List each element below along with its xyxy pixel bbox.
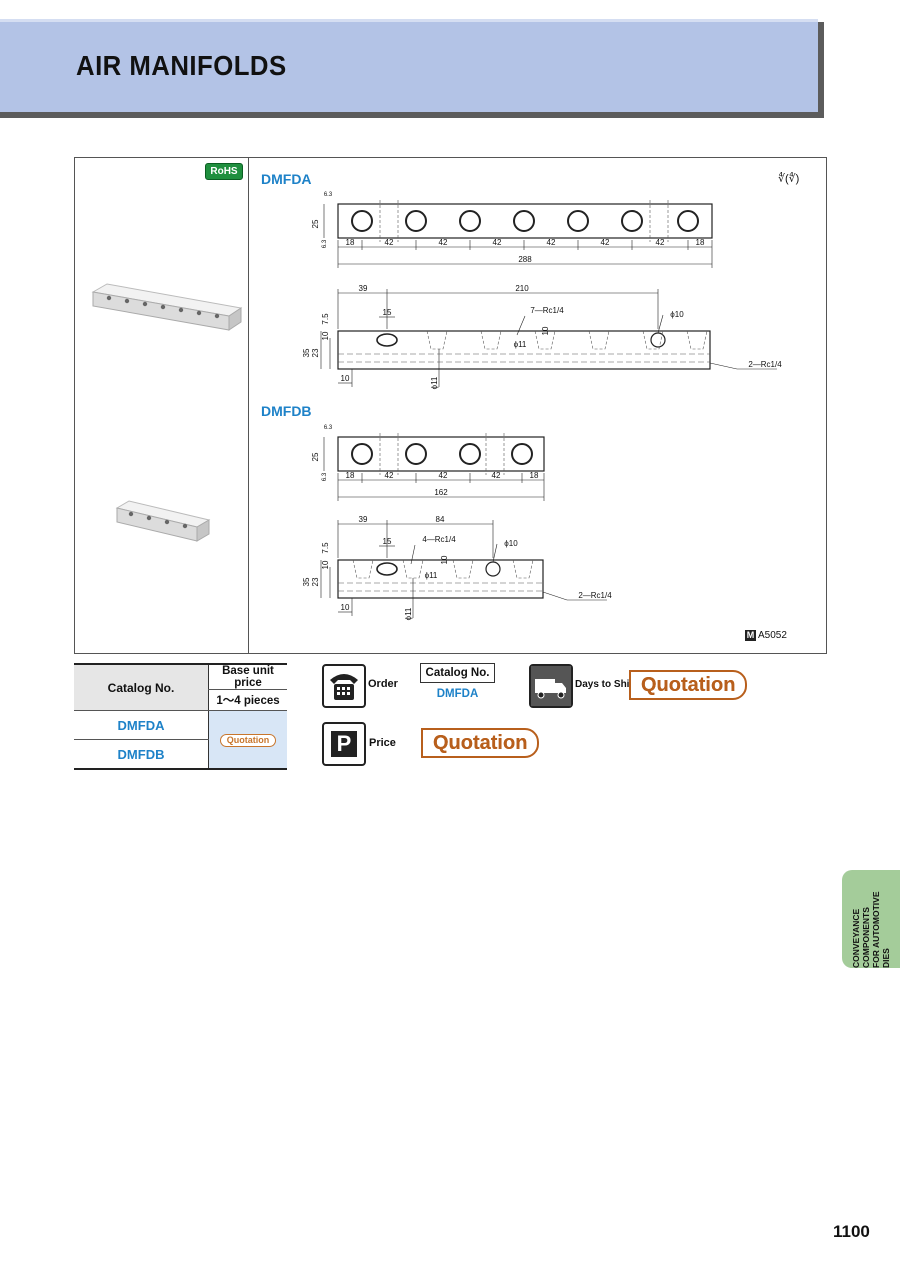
col-catalog: Catalog No. xyxy=(74,663,209,711)
dim-text: 42 xyxy=(601,238,610,247)
quotation-badge: Quotation xyxy=(219,734,277,747)
dmfda-label: DMFDA xyxy=(261,171,312,187)
dim-text: 42 xyxy=(385,471,394,480)
dim-text: 7.5 xyxy=(321,313,330,325)
dim-text: 6.3 xyxy=(322,472,328,481)
page-title: AIR MANIFOLDS xyxy=(76,50,287,81)
dim-text: 35 xyxy=(302,348,311,357)
dim-text: ϕ10 xyxy=(670,310,684,319)
category-tab[interactable]: CONVEYANCE COMPONENTS FOR AUTOMOTIVE DIE… xyxy=(842,870,900,968)
dim-text: 10 xyxy=(321,331,330,340)
order-label: Order xyxy=(368,678,398,690)
dmfdb-label: DMFDB xyxy=(261,403,312,419)
rohs-badge: RoHS xyxy=(205,163,243,180)
price-table: Catalog No. Base unit price 1～4 pieces D… xyxy=(74,663,287,770)
dmfdb-photo xyxy=(115,500,211,542)
material-code: A5052 xyxy=(758,630,787,641)
dim-text: ϕ11 xyxy=(404,607,413,620)
dim-text: 39 xyxy=(359,515,368,524)
dmfdb-top-view: 18 42 42 42 18 162 25 6.3 6.3 xyxy=(311,425,545,501)
days-to-ship-quotation: Quotation xyxy=(629,670,748,700)
dim-text: 23 xyxy=(311,348,320,357)
dim-text: 288 xyxy=(518,255,532,264)
dim-text: 4—Rc1/4 xyxy=(422,535,456,544)
dim-text: 7—Rc1/4 xyxy=(530,306,564,315)
dim-text: 23 xyxy=(311,577,320,586)
category-tab-text: CONVEYANCE COMPONENTS FOR AUTOMOTIVE DIE… xyxy=(842,870,900,969)
dim-text: ϕ11 xyxy=(430,376,439,389)
material-icon: M xyxy=(745,630,756,641)
divider xyxy=(248,158,249,653)
dim-text: 42 xyxy=(656,238,665,247)
dim-text: 42 xyxy=(439,238,448,247)
dim-text: 42 xyxy=(493,238,502,247)
dim-text: 25 xyxy=(311,452,320,461)
category-tab-line2: FOR AUTOMOTIVE DIES xyxy=(871,891,891,969)
page-number: 1100 xyxy=(833,1222,870,1241)
dim-text: 42 xyxy=(439,471,448,480)
days-to-ship-label: Days to Ship xyxy=(575,679,636,690)
dim-text: 42 xyxy=(492,471,501,480)
dim-text: 35 xyxy=(302,577,311,586)
dim-text: ϕ11 xyxy=(425,571,438,580)
dim-text: ϕ10 xyxy=(504,539,518,548)
dim-text: 84 xyxy=(436,515,445,524)
dim-text: 10 xyxy=(321,560,330,569)
price-icon: P xyxy=(322,722,366,766)
dim-text: 2—Rc1/4 xyxy=(748,360,782,369)
col-base-price: Base unit price xyxy=(208,663,287,690)
dim-text: 10 xyxy=(341,603,350,612)
dim-text: ϕ11 xyxy=(514,340,527,349)
dim-text: 162 xyxy=(434,488,448,497)
product-box: RoHS DMFDA DMFDB ∜(∜) xyxy=(74,157,827,654)
dim-text: 18 xyxy=(346,471,355,480)
dim-text: 42 xyxy=(547,238,556,247)
dim-text: 18 xyxy=(346,238,355,247)
table-row-catalog[interactable]: DMFDA xyxy=(74,710,209,740)
dim-text: 15 xyxy=(383,537,392,546)
dmfdb-side-view: 39 84 15 4—Rc1/4 ϕ10 ϕ11 10 35 23 7.5 10… xyxy=(302,515,612,620)
col-quantity: 1～4 pieces xyxy=(208,689,287,711)
dmfda-photo xyxy=(91,283,243,331)
dim-text: 6.3 xyxy=(322,239,328,248)
dim-text: 6.3 xyxy=(324,425,333,431)
dim-text: 42 xyxy=(385,238,394,247)
phone-icon xyxy=(322,664,366,708)
header-banner: AIR MANIFOLDS xyxy=(0,19,824,118)
dim-text: 210 xyxy=(515,284,529,293)
price-label: Price xyxy=(369,737,396,749)
order-catalog-header: Catalog No. xyxy=(420,663,495,683)
dmfda-top-view: 18 42 42 42 42 42 42 18 288 25 6.3 6.3 xyxy=(311,192,713,268)
dim-text: 6.3 xyxy=(324,192,333,198)
truck-icon xyxy=(529,664,573,708)
price-cell: Quotation xyxy=(208,710,287,770)
surface-finish-symbol: ∜(∜) xyxy=(778,173,800,185)
dim-text: 2—Rc1/4 xyxy=(578,591,612,600)
dim-text: 7.5 xyxy=(321,542,330,554)
category-tab-line1: CONVEYANCE COMPONENTS xyxy=(851,907,871,968)
dim-text: 10 xyxy=(440,555,449,564)
price-icon-letter: P xyxy=(331,731,357,757)
dim-text: 39 xyxy=(359,284,368,293)
order-catalog-value: DMFDA xyxy=(436,688,479,700)
dmfda-side-view: 39 210 15 7—Rc1/4 ϕ10 ϕ11 10 35 23 7.5 1… xyxy=(302,284,782,389)
dim-text: 18 xyxy=(696,238,705,247)
dim-text: 15 xyxy=(383,308,392,317)
price-quotation: Quotation xyxy=(421,728,540,758)
dim-text: 10 xyxy=(341,374,350,383)
dim-text: 25 xyxy=(311,219,320,228)
dim-text: 10 xyxy=(541,326,550,335)
table-row-catalog[interactable]: DMFDB xyxy=(74,739,209,770)
dim-text: 18 xyxy=(530,471,539,480)
